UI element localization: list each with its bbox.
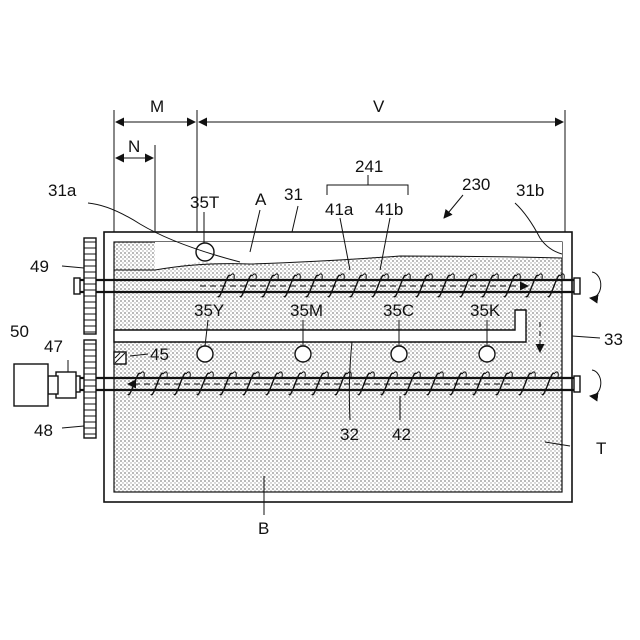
label-33: 33	[604, 330, 623, 349]
coupling-47-hub	[48, 376, 58, 394]
rotation-arrows	[590, 272, 601, 396]
gear-48	[84, 340, 96, 438]
label-v: V	[373, 97, 385, 116]
label-48: 48	[34, 421, 53, 440]
label-31: 31	[284, 185, 303, 204]
label-35y: 35Y	[194, 301, 224, 320]
label-241: 241	[355, 157, 383, 176]
label-41a: 41a	[325, 200, 354, 219]
label-42: 42	[392, 425, 411, 444]
label-47: 47	[44, 337, 63, 356]
motor-50	[14, 364, 48, 406]
label-b: B	[258, 519, 269, 538]
sensor-35m	[295, 346, 311, 362]
label-31a: 31a	[48, 181, 77, 200]
label-m: M	[150, 97, 164, 116]
label-t: T	[596, 439, 606, 458]
label-35m: 35M	[290, 301, 323, 320]
label-n: N	[128, 137, 140, 156]
label-50: 50	[10, 322, 29, 341]
label-35t: 35T	[190, 193, 219, 212]
sensor-35k	[479, 346, 495, 362]
label-35c: 35C	[383, 301, 414, 320]
sensor-35y	[197, 346, 213, 362]
label-41b: 41b	[375, 200, 403, 219]
label-32: 32	[340, 425, 359, 444]
label-35k: 35K	[470, 301, 501, 320]
label-230: 230	[462, 175, 490, 194]
label-45: 45	[150, 345, 169, 364]
label-31b: 31b	[516, 181, 544, 200]
sensor-35c	[391, 346, 407, 362]
label-49: 49	[30, 257, 49, 276]
housing-31	[104, 232, 572, 502]
coupling-47	[56, 372, 76, 398]
label-a: A	[255, 190, 267, 209]
